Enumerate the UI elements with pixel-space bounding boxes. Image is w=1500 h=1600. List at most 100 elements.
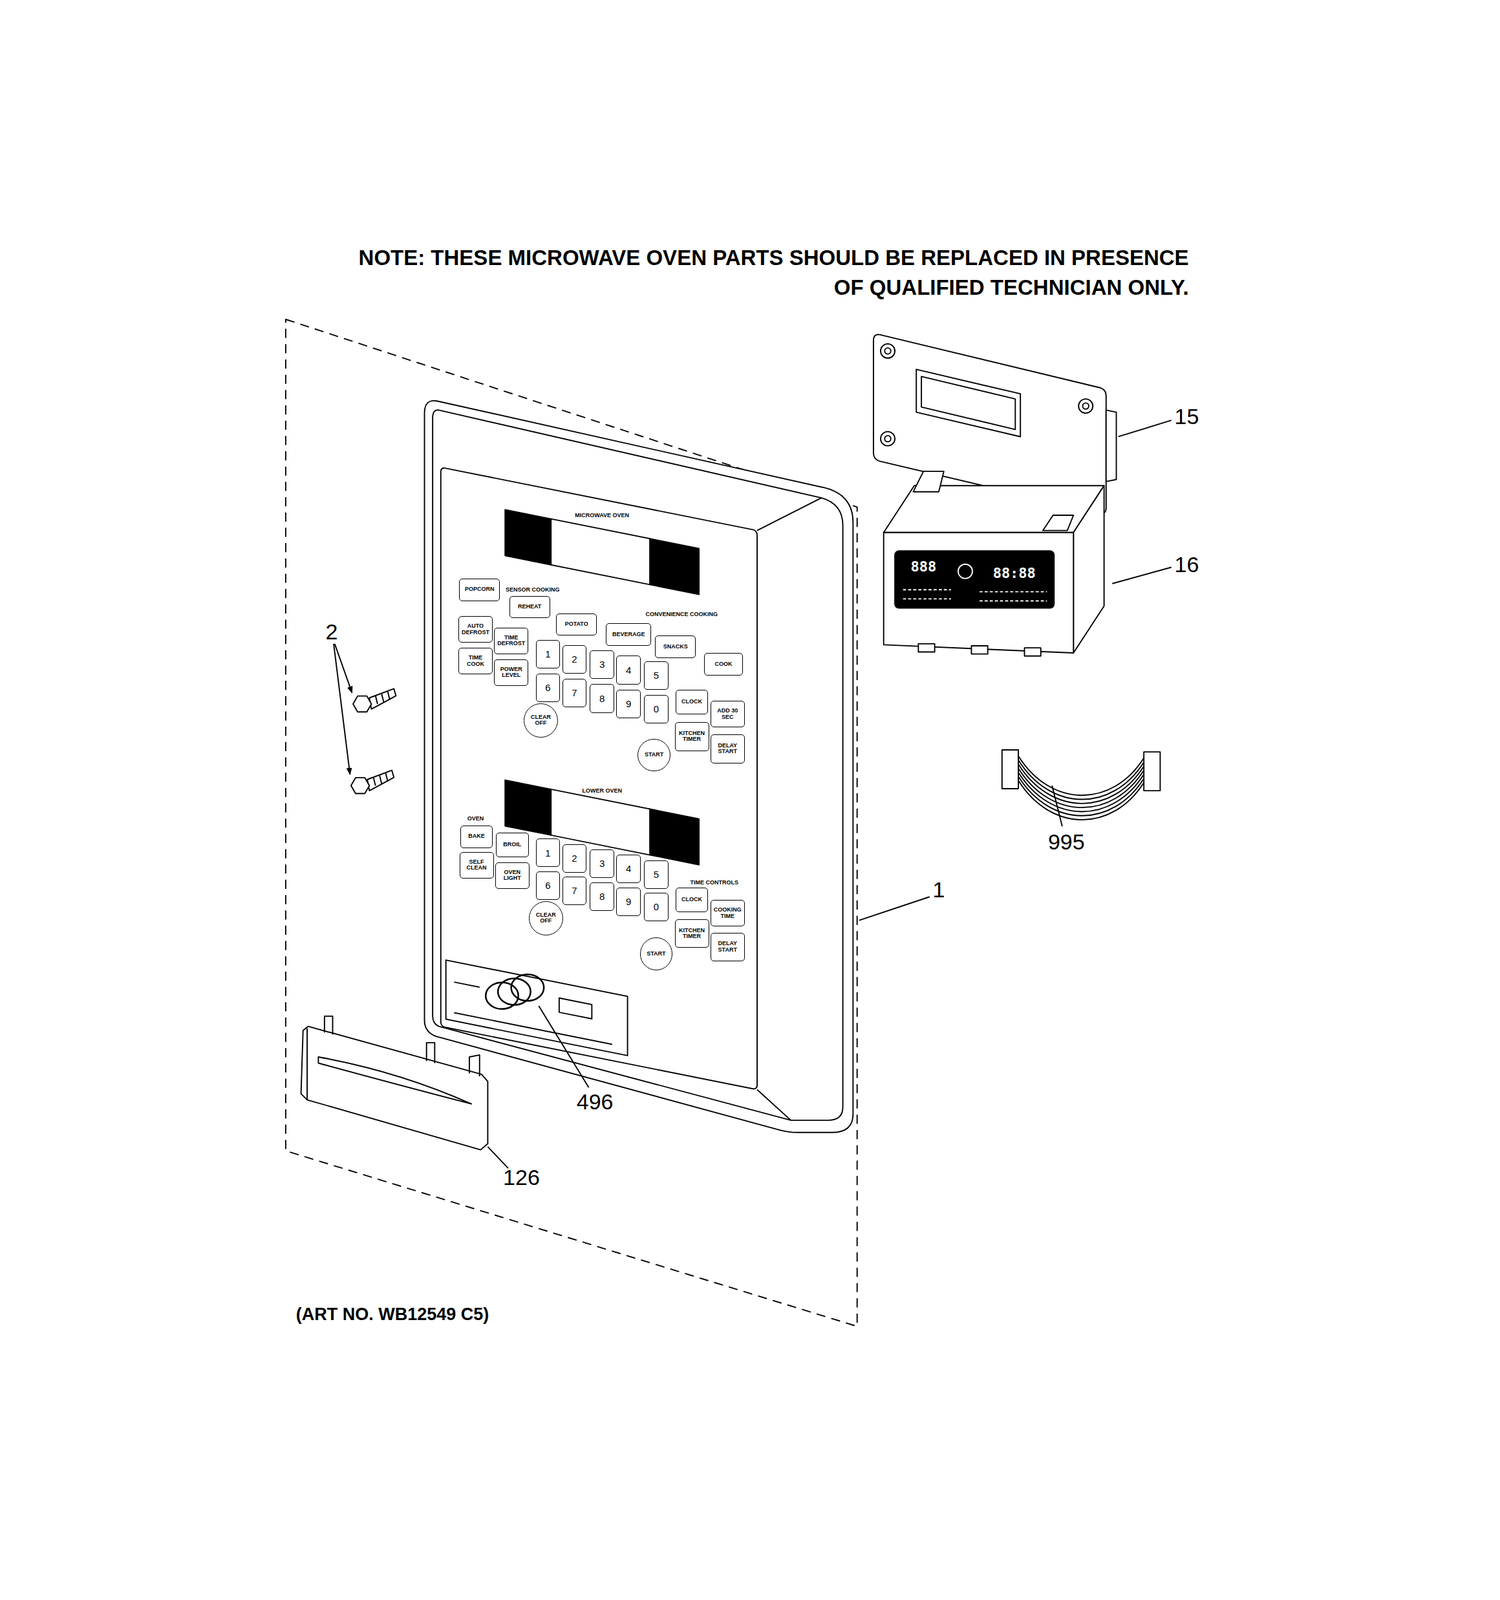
mounting-screw-part <box>369 688 396 710</box>
display-board-part <box>1082 402 1089 409</box>
number-key: 9 <box>616 887 641 917</box>
key-label: SELF CLEAN <box>462 859 492 872</box>
control-module-part <box>958 564 973 579</box>
mounting-screw-part <box>387 691 390 701</box>
control-module-part <box>883 485 1105 533</box>
key-label: CLOCK <box>681 698 703 705</box>
display-board-part <box>880 343 895 359</box>
key-label: BEVERAGE <box>612 631 646 638</box>
section-heading: TIME CONTROLS <box>689 879 741 887</box>
leader-line-part <box>1051 785 1063 827</box>
keypad-key: BAKE <box>460 825 494 849</box>
callout-number: 2 <box>325 618 338 646</box>
mounting-screw-part <box>373 777 376 787</box>
mounting-screw-part <box>379 775 382 784</box>
keypad-key: TIME COOK <box>458 647 493 675</box>
keypad-key: TIME DEFROST <box>493 627 529 655</box>
keypad-key: CLOCK <box>675 887 709 913</box>
key-label: POTATO <box>565 621 589 628</box>
section-heading: OVEN <box>466 814 486 822</box>
keypad-key: OVEN LIGHT <box>495 862 530 890</box>
control-panel-face-part <box>504 509 551 565</box>
key-label: START <box>646 951 666 957</box>
keypad-key: POTATO <box>556 613 597 637</box>
door-handle-trim-part <box>306 1028 308 1100</box>
key-label: 5 <box>653 670 659 681</box>
key-label: 6 <box>545 880 551 891</box>
callout-number: 126 <box>503 1164 540 1191</box>
display-digits: 88:88 <box>993 565 1036 582</box>
leader-line-part <box>333 643 350 775</box>
keypad-key: BROIL <box>495 832 529 858</box>
door-handle-trim-part <box>324 1016 333 1035</box>
key-label: CLEAR OFF <box>531 912 561 925</box>
number-key: 7 <box>562 678 588 708</box>
number-key: 8 <box>589 684 615 713</box>
key-label: DELAY START <box>713 742 743 756</box>
mounting-screw-part <box>385 773 388 782</box>
number-key: 7 <box>562 876 588 906</box>
control-module-part <box>1024 647 1041 657</box>
callout-number: 995 <box>1048 828 1085 856</box>
keypad-key: REHEAT <box>509 596 551 619</box>
display-board-part <box>884 435 891 442</box>
mounting-screw <box>351 688 396 794</box>
keypad-key: SNACKS <box>654 635 696 659</box>
key-label: TIME DEFROST <box>496 634 526 648</box>
control-panel-frame-part <box>757 1090 791 1121</box>
control-panel-face-part <box>453 1013 613 1045</box>
key-label: DELAY START <box>713 940 743 954</box>
keypad-key: DELAY START <box>710 734 745 763</box>
display-board-part <box>880 431 895 447</box>
control-panel-frame-part <box>757 497 822 531</box>
control-module-part <box>903 589 952 591</box>
control-panel-face-part <box>453 982 480 988</box>
control-panel-face-part <box>649 809 699 866</box>
keypad-key: KITCHEN TIMER <box>675 722 710 751</box>
leader-line-part <box>1112 567 1172 584</box>
control-module-part <box>979 600 1047 602</box>
door-handle-trim-part <box>318 1057 472 1105</box>
number-key: 4 <box>616 854 641 884</box>
control-panel-face-part <box>504 780 551 836</box>
number-key: 1 <box>535 838 561 868</box>
key-label: 3 <box>599 858 605 869</box>
key-label: 6 <box>545 682 551 694</box>
number-key: 5 <box>643 860 669 890</box>
mounting-screw-part <box>353 696 372 713</box>
mounting-screw-part <box>367 770 394 792</box>
assembly-boundary <box>285 319 858 1327</box>
number-key: 3 <box>589 849 615 879</box>
key-label: 2 <box>571 853 577 864</box>
key-label: ADD 30 SEC <box>713 707 743 721</box>
key-label: COOKING TIME <box>713 907 743 920</box>
key-label: 4 <box>625 863 632 875</box>
art-number: (ART NO. WB12549 C5) <box>296 1304 490 1325</box>
display-digits: 888 <box>910 558 937 576</box>
section-heading: LOWER OVEN <box>580 787 624 795</box>
number-key: 2 <box>562 844 588 873</box>
key-label: CLEAR OFF <box>526 714 556 727</box>
door-handle-trim-part <box>426 1042 436 1064</box>
control-module-part <box>903 598 952 600</box>
wire-harness-part <box>1002 750 1019 789</box>
callout-number: 496 <box>576 1088 614 1116</box>
key-label: 8 <box>599 891 605 902</box>
wire-harness-part <box>1018 772 1144 813</box>
keypad-key: ADD 30 SEC <box>710 700 745 728</box>
door-handle-trim-part <box>301 1026 489 1151</box>
keypad-key: BEVERAGE <box>605 623 651 646</box>
control-panel-face-part <box>446 960 628 1056</box>
key-label: AUTO DEFROST <box>460 623 491 636</box>
wire-harness-part <box>1143 751 1160 791</box>
leader-line-part <box>1118 420 1172 437</box>
wire-harness-part <box>1018 760 1144 800</box>
callout-number: 1 <box>932 876 946 904</box>
control-panel-frame-part <box>424 400 854 1133</box>
mounting-screw-part <box>381 693 384 703</box>
round-key: CLEAR OFF <box>523 703 558 738</box>
control-module-part <box>1073 485 1104 654</box>
key-label: 8 <box>599 693 605 705</box>
wire-harness-part <box>1018 764 1144 804</box>
